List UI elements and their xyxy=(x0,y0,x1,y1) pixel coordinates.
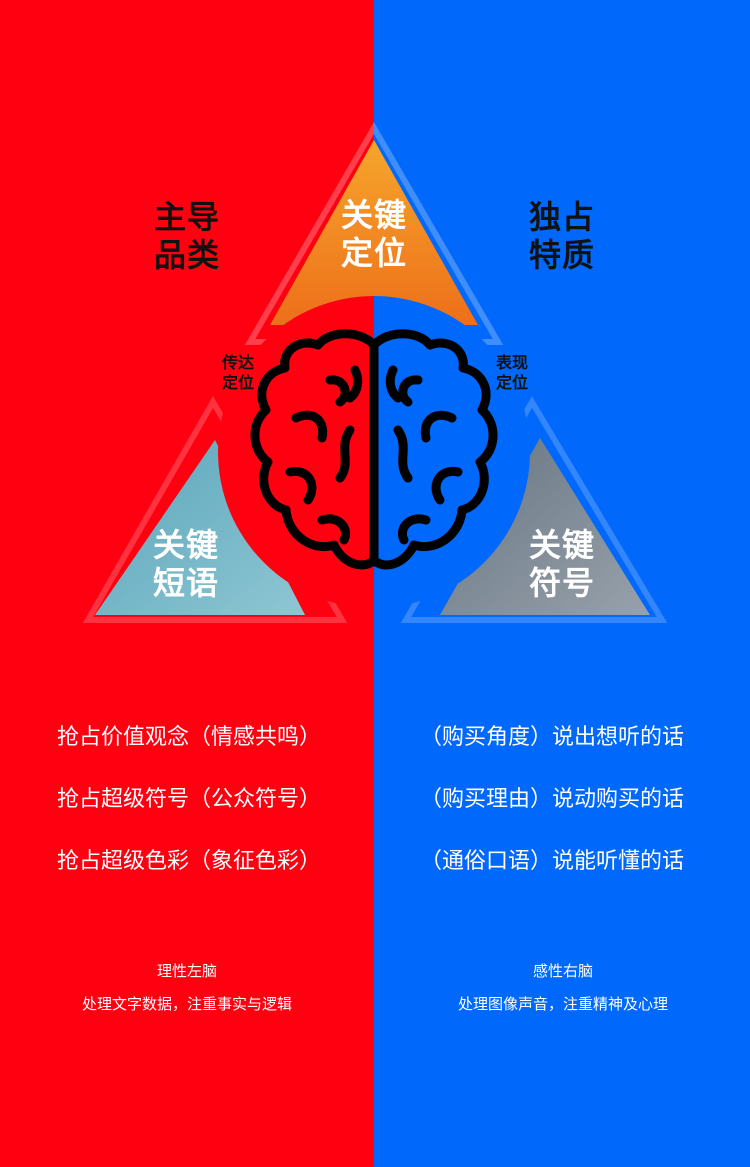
triangle-left-label: 关键 短语 xyxy=(152,526,219,602)
left-list: 抢占价值观念（情感共鸣） 抢占超级符号（公众符号） 抢占超级色彩（象征色彩） xyxy=(57,707,321,893)
right-note: 感性右脑 处理图像声音，注重精神及心理 xyxy=(393,955,733,1021)
left-note-desc: 处理文字数据，注重事实与逻辑 xyxy=(81,995,292,1013)
triangle-right-label: 关键 符号 xyxy=(528,526,595,602)
corner-left-label: 主导 品类 xyxy=(153,198,220,274)
list-item: （通俗口语）说能听懂的话 xyxy=(420,849,685,874)
small-label-right: 表现 定位 xyxy=(495,353,528,392)
brain-icon xyxy=(250,329,498,570)
right-list: （购买角度）说出想听的话 （购买理由）说动购买的话 （通俗口语）说能听懂的话 xyxy=(420,707,684,893)
corner-right-label: 独占 特质 xyxy=(528,198,595,274)
left-note: 理性左脑 处理文字数据，注重事实与逻辑 xyxy=(17,955,357,1021)
triangle-top xyxy=(270,140,478,325)
list-item: （购买角度）说出想听的话 xyxy=(420,725,685,750)
list-item: 抢占超级符号（公众符号） xyxy=(57,787,322,812)
small-label-left: 传达 定位 xyxy=(221,353,254,392)
list-item: 抢占超级色彩（象征色彩） xyxy=(57,849,322,874)
list-item: （购买理由）说动购买的话 xyxy=(420,787,685,812)
left-note-title: 理性左脑 xyxy=(156,962,217,980)
triangle-right xyxy=(440,438,650,615)
right-note-title: 感性右脑 xyxy=(532,962,593,980)
list-item: 抢占价值观念（情感共鸣） xyxy=(57,725,322,750)
triangle-left xyxy=(95,440,305,615)
right-note-desc: 处理图像声音，注重精神及心理 xyxy=(457,995,668,1013)
triangle-top-label: 关键 定位 xyxy=(340,196,407,272)
